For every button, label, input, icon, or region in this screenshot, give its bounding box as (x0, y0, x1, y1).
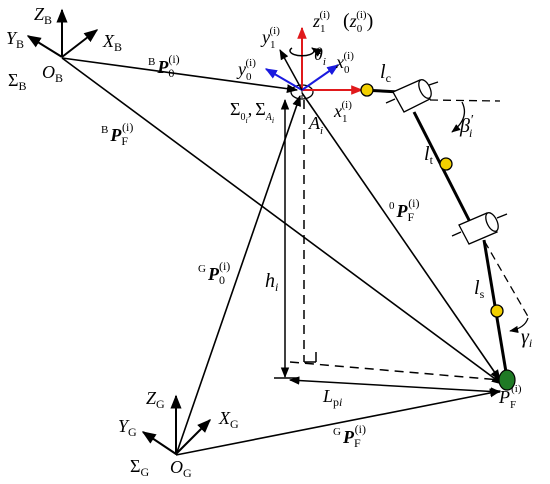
h-label: hi (265, 270, 278, 294)
thigh-joint-marker (439, 157, 453, 171)
gamma-angle-arc (509, 317, 529, 333)
leg-helper-lines (429, 99, 531, 333)
ground-frame (141, 394, 211, 455)
base-z-label: ZB (34, 4, 52, 27)
x0-axis-label: x0(i) (335, 50, 354, 76)
beta-label: β′i (459, 113, 474, 140)
vector-GPF (175, 388, 502, 456)
projection-lines (274, 98, 502, 396)
vector-BP0 (61, 57, 299, 94)
gamma-label: γi (521, 326, 532, 350)
z-axis-label: z1(i) (312, 9, 330, 35)
foot-tip (498, 369, 516, 391)
Lp-label: Lpi (322, 386, 342, 409)
ground-sigma-label: ΣG (130, 456, 149, 479)
beta-ref-dashed (429, 99, 501, 102)
base-sigma-label: ΣB (8, 70, 27, 93)
bottom-dashed (289, 361, 501, 381)
knee-cylinder (451, 212, 508, 245)
beta-angle-arc (451, 101, 466, 133)
base-x-axis (61, 29, 99, 58)
shank-joint-marker (490, 304, 504, 318)
y1-axis-label: y1(i) (260, 25, 280, 51)
vector-GP0 (175, 94, 301, 456)
hip-cylinder (385, 79, 439, 113)
ground-origin-label: OG (170, 457, 192, 480)
position-vectors (61, 57, 503, 456)
base-x-label: XB (102, 31, 122, 54)
ground-x-label: XG (218, 408, 239, 431)
base-y-axis (26, 35, 63, 58)
ls-label: ls (474, 277, 485, 301)
joint-frame-label: Σ0i,ΣAi (230, 99, 274, 125)
y1-axis-black (279, 49, 303, 91)
coxa-joint-marker (360, 83, 374, 97)
y0-axis-blue (264, 68, 303, 91)
ground-y-label: YG (118, 416, 137, 439)
ground-x-axis (175, 419, 211, 455)
lc-label: lc (380, 61, 391, 85)
hip-joint (264, 26, 364, 100)
base-y-label: YB (6, 28, 24, 51)
ground-z-label: ZG (146, 388, 165, 411)
theta-label: θi (314, 44, 326, 68)
gamma-ref-dashed (477, 229, 531, 321)
x1-axis-label: x1(i) (333, 99, 352, 125)
theta-rotation-arrow (289, 47, 323, 57)
x0-axis-blue (301, 64, 339, 91)
base-origin-label: OB (42, 62, 63, 85)
point-F-label: PF(i) (498, 383, 522, 411)
base-frame (26, 8, 99, 58)
vector-BPF (61, 57, 503, 385)
z0-axis-label: (z0(i)) (343, 9, 373, 35)
Lp-dimension (288, 376, 502, 396)
link-joint-markers (360, 83, 504, 318)
point-A-label: Ai (308, 113, 323, 137)
ground-y-axis (141, 431, 177, 455)
y0-axis-label: y0(i) (236, 57, 256, 83)
lt-label: lt (424, 143, 434, 167)
vector-0PF (301, 92, 501, 381)
